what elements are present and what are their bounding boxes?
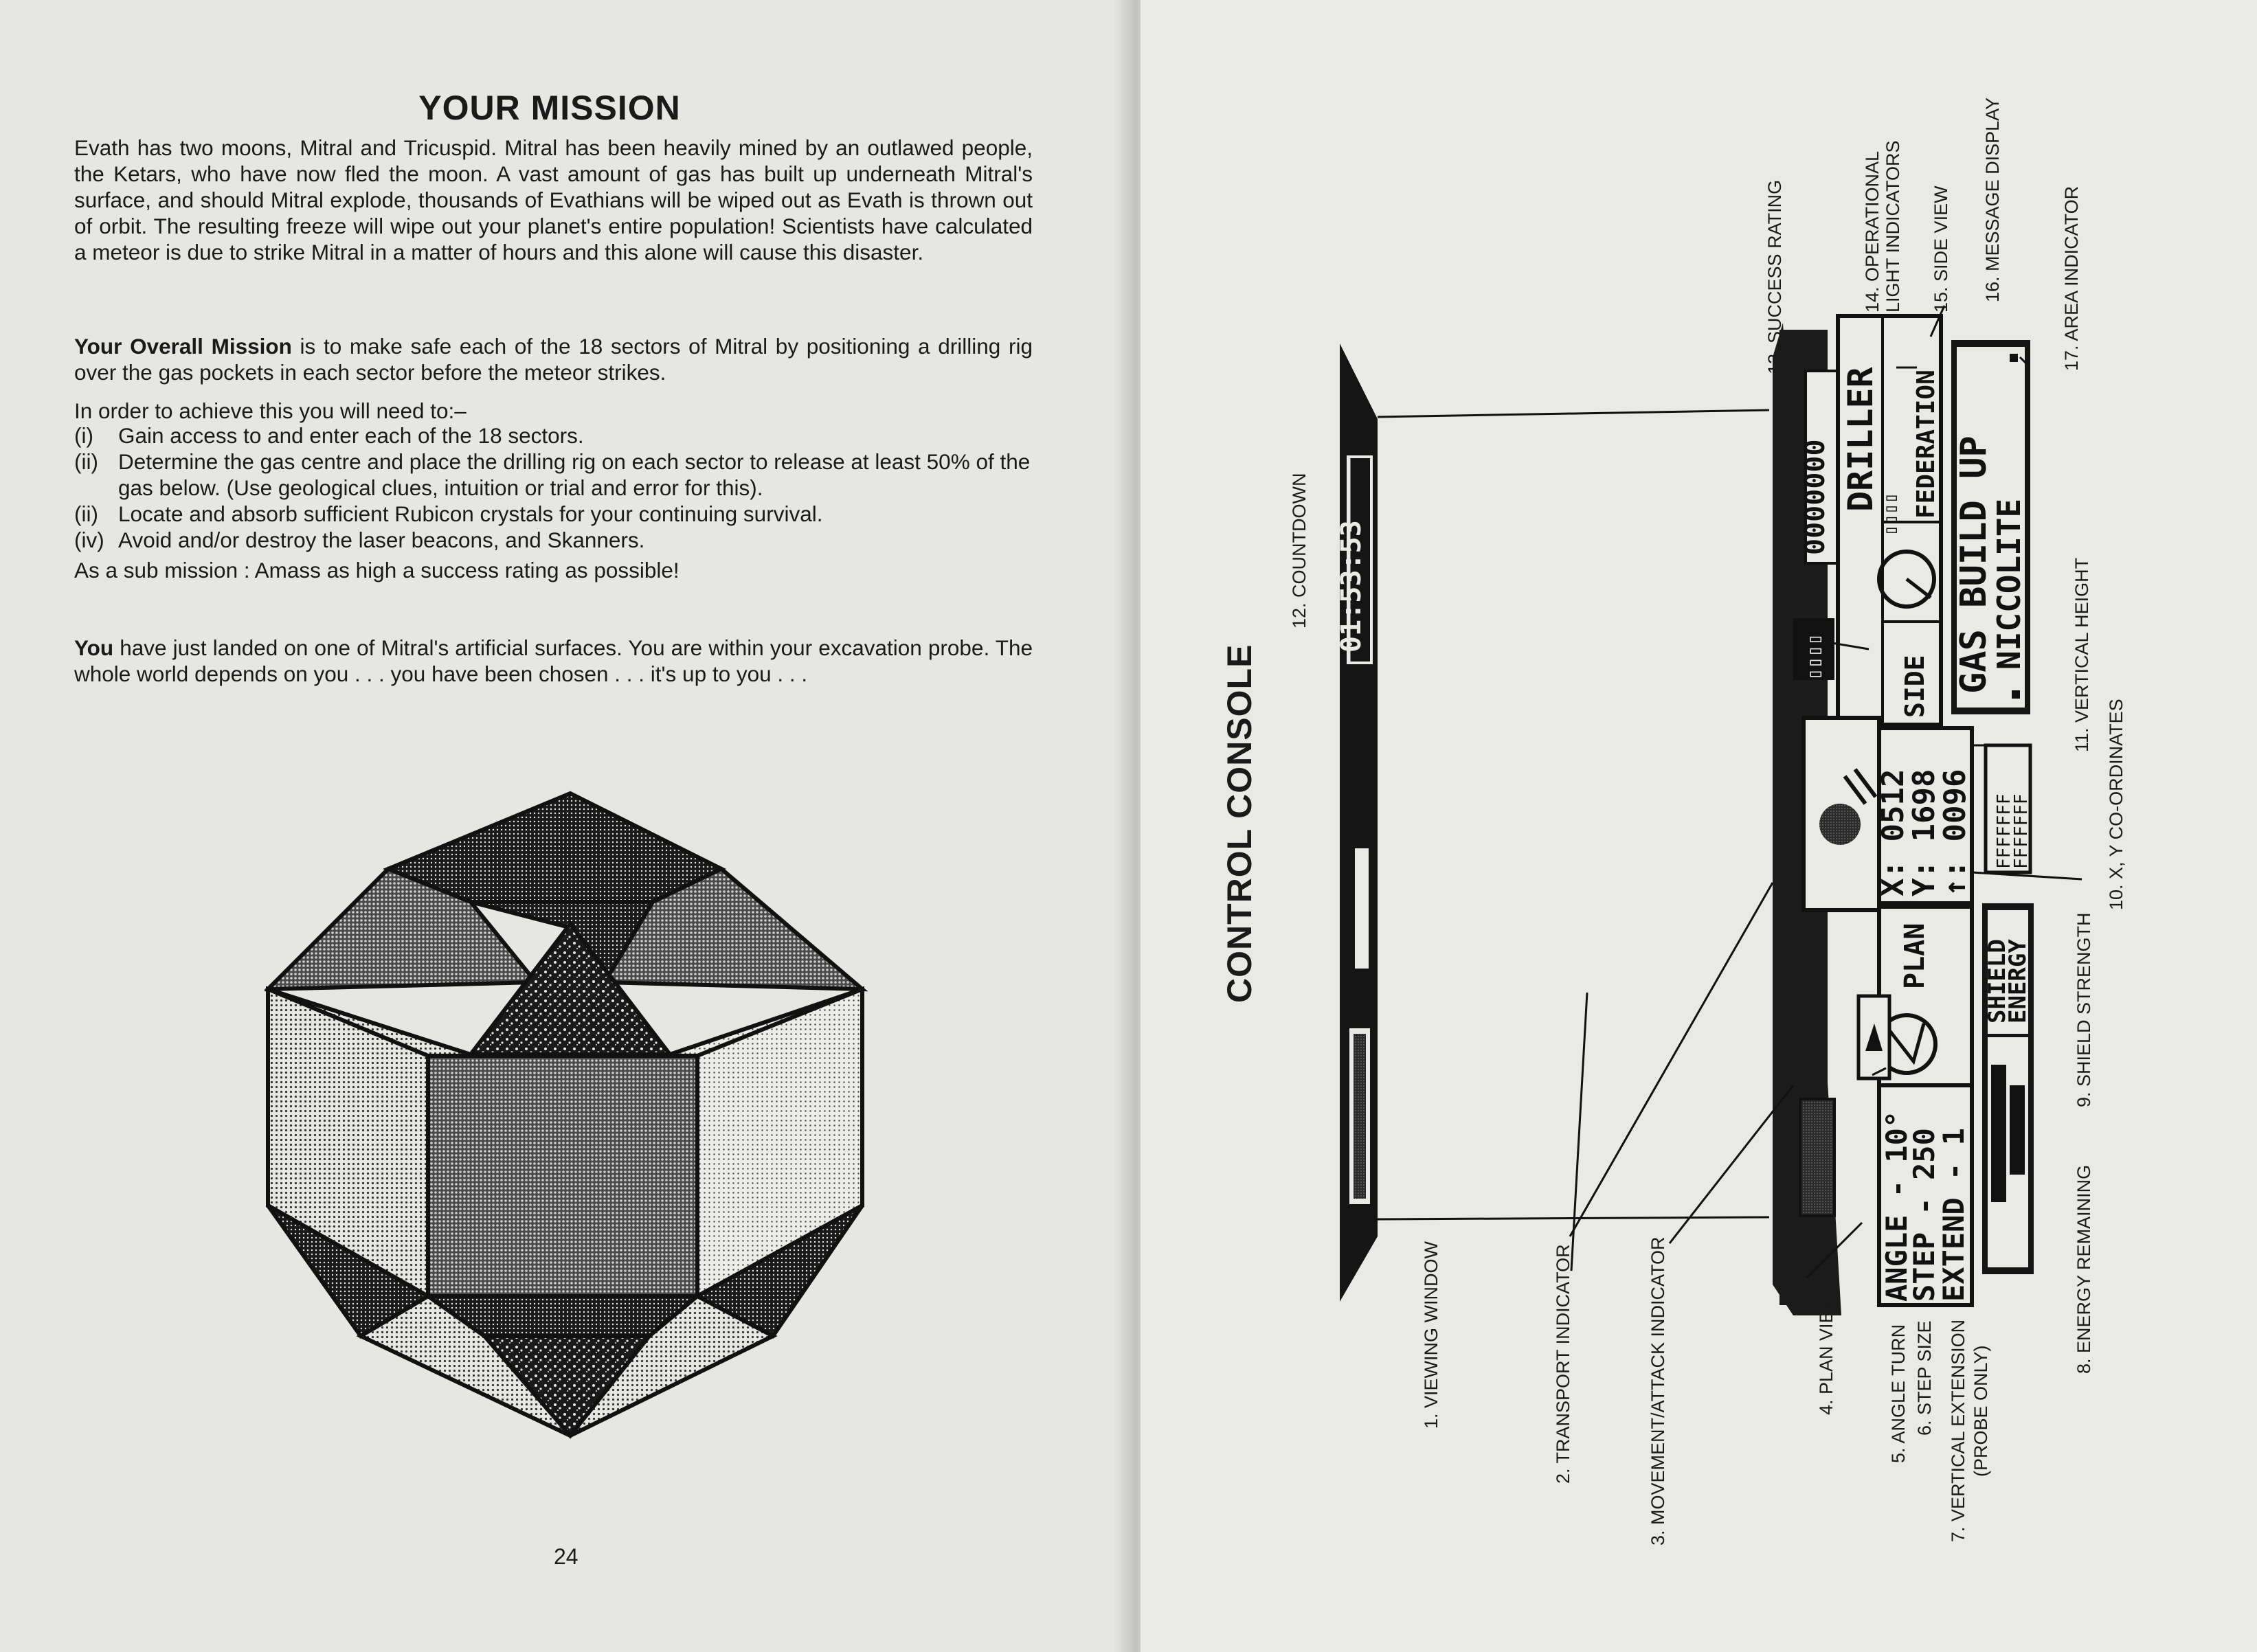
countdown-display: 01:53:53 — [1336, 455, 1373, 664]
label-vertical-extension: 7. VERTICAL EXTENSION — [1948, 1319, 1968, 1542]
label-operational: 14. OPERATIONAL — [1862, 150, 1883, 313]
energy-label: ENERGY — [2004, 939, 2032, 1023]
label-side-view: 15. SIDE VIEW — [1931, 185, 1951, 313]
vertical-height: ↑: 0096 — [1938, 769, 1973, 896]
polyhedron-illustration — [265, 791, 868, 1439]
label-probe-only: (PROBE ONLY) — [1970, 1345, 1991, 1477]
label-countdown: 12. COUNTDOWN — [1289, 473, 1310, 629]
shield-label: SHIELD — [1984, 939, 2011, 1023]
list-item: (ii)Determine the gas centre and place t… — [74, 449, 1031, 500]
angle-value: ANGLE - 10° — [1880, 1111, 1913, 1302]
label-shield-strength: 9. SHIELD STRENGTH — [2074, 912, 2094, 1107]
label-energy-remaining: 8. ENERGY REMAINING — [2074, 1164, 2094, 1374]
order-intro: In order to achieve this you will need t… — [74, 398, 467, 423]
label-light-indicators: LIGHT INDICATORS — [1883, 140, 1903, 313]
mission-title: YOUR MISSION — [418, 89, 681, 127]
side-view: SIDE — [1877, 521, 1941, 718]
list-item: (iv)Avoid and/or destroy the laser beaco… — [74, 528, 645, 552]
label-success-rating: 13. SUCCESS RATING — [1764, 179, 1785, 374]
svg-text:FFFFFFF: FFFFFFF — [1994, 793, 2014, 869]
extend-value: EXTEND - 1 — [1937, 1128, 1970, 1302]
control-console-diagram: 01:53:53 0000000 ▯▯▯▯ DRILLER ▯▯▯▯ FEDER… — [1336, 305, 2082, 1315]
message-line-2: NICCOLITE — [1990, 499, 2028, 670]
shield-energy-panel: SHIELD ENERGY — [1982, 903, 2034, 1274]
task-list: (i)Gain access to and enter each of the … — [74, 422, 1036, 583]
overall-mission-lead: Your Overall Mission — [74, 334, 292, 359]
step-value: STEP - 250 — [1907, 1128, 1941, 1302]
driller-label: DRILLER — [1841, 366, 1880, 512]
federation-label: FEDERATION — [1912, 370, 1940, 519]
label-plan-view: 4. PLAN VIEW — [1816, 1293, 1837, 1415]
operational-light-indicators: ▯▯▯▯ — [1793, 618, 1834, 680]
message-line-1: GAS BUILD UP — [1953, 435, 1995, 694]
label-vertical-height: 11. VERTICAL HEIGHT — [2071, 557, 2092, 752]
svg-text:▯▯▯▯: ▯▯▯▯ — [1880, 493, 1901, 536]
console-body: 0000000 ▯▯▯▯ DRILLER ▯▯▯▯ FEDERATION SID… — [1773, 314, 2034, 1315]
area-indicator — [2010, 354, 2018, 362]
success-rating-value: 0000000 — [1799, 439, 1831, 555]
leader-lines — [1377, 305, 2082, 1279]
sub-mission: As a sub mission : Amass as high a succe… — [74, 558, 680, 582]
x-coordinate: X: 0512 — [1876, 769, 1911, 896]
label-viewing-window: 1. VIEWING WINDOW — [1421, 1241, 1441, 1429]
transport-indicator — [1819, 804, 1861, 845]
y-coordinate: Y: 1698 — [1907, 769, 1942, 896]
label-transport-indicator: 2. TRANSPORT INDICATOR — [1553, 1244, 1573, 1484]
left-page: YOUR MISSION Evath has two moons, Mitral… — [0, 0, 1127, 1652]
label-xy-coordinates: 10. X, Y CO-ORDINATES — [2106, 699, 2126, 910]
energy-remaining-bar — [2010, 1085, 2025, 1175]
countdown-value: 01:53:53 — [1336, 520, 1367, 653]
message-display: GAS BUILD UP NICCOLITE — [1951, 340, 2030, 714]
list-item: (i)Gain access to and enter each of the … — [74, 423, 584, 448]
you-paragraph: You have just landed on one of Mitral's … — [74, 635, 1033, 687]
you-lead: You — [74, 635, 114, 660]
label-area-indicator: 17. AREA INDICATOR — [2061, 185, 2082, 371]
intro-paragraph: Evath has two moons, Mitral and Tricuspi… — [74, 135, 1033, 264]
probe-settings: ANGLE - 10° STEP - 250 EXTEND - 1 — [1877, 1083, 1974, 1307]
list-item: (ii)Locate and absorb sufficient Rubicon… — [74, 501, 823, 526]
overall-mission-text: is to make safe each of the 18 sectors o… — [74, 334, 1033, 385]
plan-label: PLAN — [1899, 923, 1931, 989]
you-text: have just landed on one of Mitral's arti… — [74, 635, 1033, 686]
label-step-size: 6. STEP SIZE — [1914, 1320, 1935, 1436]
label-angle-turn: 5. ANGLE TURN — [1888, 1324, 1909, 1463]
overall-mission-paragraph: Your Overall Mission is to make safe eac… — [74, 333, 1033, 385]
shield-strength-bar — [1991, 1065, 2006, 1202]
svg-text:▯▯▯▯: ▯▯▯▯ — [1803, 634, 1826, 680]
right-page — [1141, 0, 2257, 1652]
side-label: SIDE — [1900, 655, 1930, 718]
svg-text:FFFFFFF: FFFFFFF — [2011, 793, 2032, 869]
coordinates-display: X: 0512 Y: 1698 ↑: 0096 — [1876, 726, 1974, 905]
page-number: 24 — [554, 1544, 579, 1569]
viewing-window: 01:53:53 — [1336, 343, 1378, 1302]
label-message-display: 16. MESSAGE DISPLAY — [1982, 97, 2003, 302]
label-movement-attack-indicator: 3. MOVEMENT/ATTACK INDICATOR — [1648, 1236, 1668, 1546]
